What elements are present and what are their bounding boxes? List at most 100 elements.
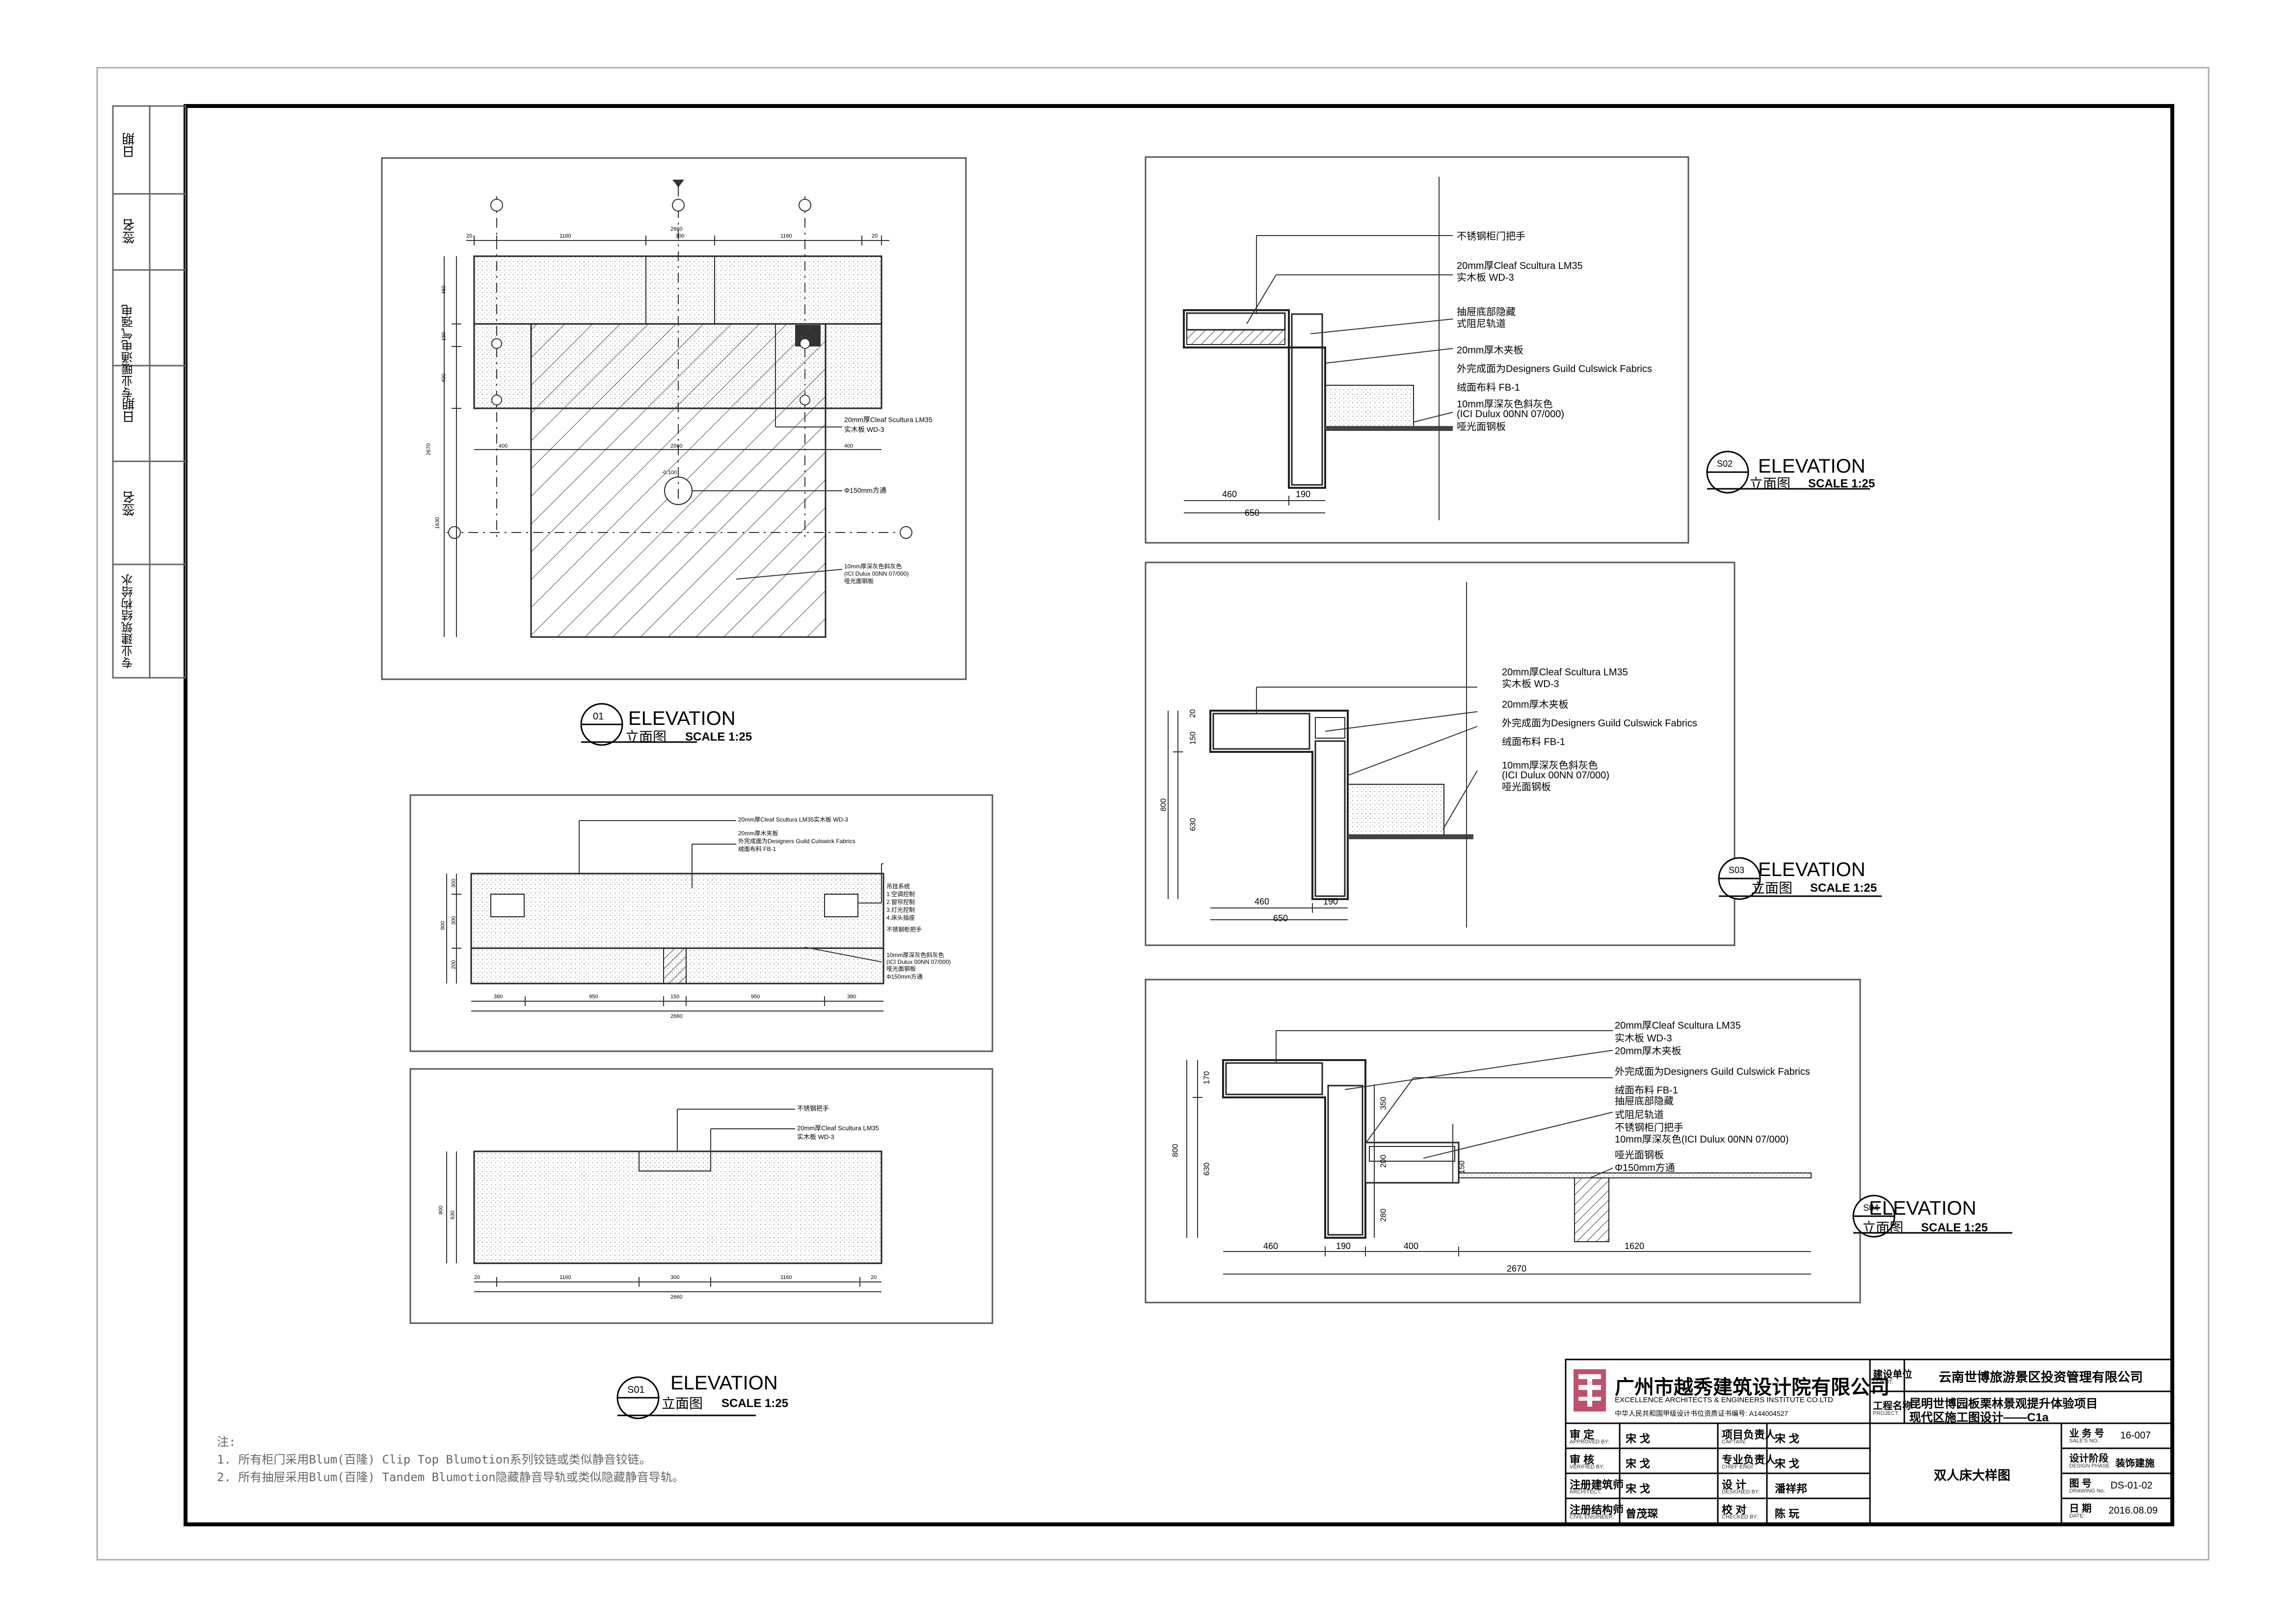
phase-label: 设计阶段: [2069, 1453, 2109, 1464]
side-cell-sign-1: 签名: [122, 218, 136, 244]
callout-s02-title-cn: 立面图: [1749, 476, 1791, 491]
callout-01-title-cn: 立面图: [625, 729, 667, 745]
s01-dim-1160a: 1160: [560, 1275, 571, 1280]
captain-label-en: CAPTAIN:: [1722, 1439, 1746, 1445]
sec-s03-drawing: [1168, 582, 1478, 928]
client-name: 云南世博旅游景区投资管理有限公司: [1939, 1370, 2143, 1384]
s04-dim-460: 460: [1263, 1241, 1279, 1251]
elev-a-label-4: 绒面布料 FB-1: [738, 846, 776, 852]
elev-a-dim-left-300a: 300: [451, 879, 457, 888]
plan01-center-mark: -0.100: [662, 470, 677, 476]
s04-label-11: Φ150mm方通: [1615, 1163, 1675, 1173]
sec-s02-drawing: [1183, 177, 1453, 520]
callout-circles: [580, 451, 2012, 1419]
outer-border: [96, 67, 2210, 1561]
s01-dim-overall: 2660: [670, 1294, 683, 1300]
elev-a-right-2: 1.空调控制: [886, 891, 915, 898]
title-block-lines: [1565, 1358, 2173, 1525]
plan-01-frame: [381, 157, 967, 680]
side-cell-date-2: 日期: [122, 398, 136, 423]
s01-label-1: 不锈钢把手: [797, 1105, 829, 1112]
chief-name: 宋 戈: [1775, 1458, 1800, 1470]
plan01-label-steel-2: (ICI Dulux 00NN 07/000): [844, 570, 909, 577]
civil-label: 注册结构师: [1570, 1504, 1624, 1516]
sec-s04-frame: [1145, 979, 1861, 1304]
elev-a-dim-950a: 950: [589, 994, 598, 1000]
plan-01-drawing: [444, 180, 913, 638]
s02-label-10: (ICI Dulux 00NN 07/000): [1457, 409, 1564, 420]
s04-dim-left-630: 630: [1202, 1162, 1211, 1176]
s03-dim-left-20: 20: [1188, 709, 1197, 718]
s03-label-2: 实木板 WD-3: [1502, 679, 1559, 690]
s04-label-9: 10mm厚深灰色(ICI Dulux 00NN 07/000): [1615, 1134, 1789, 1145]
company-name-en: EXCELLENCE ARCHITECTS & ENGINEERS INSTIT…: [1615, 1396, 1833, 1404]
s01-label-2: 20mm厚Cleaf Scultura LM35: [797, 1124, 879, 1132]
elev-a-right-5: 4.床头插座: [886, 914, 915, 921]
project-label: 工程名称: [1873, 1401, 1912, 1411]
elev-a-dim-left-200: 200: [451, 960, 457, 969]
callout-s03-title-cn: 立面图: [1751, 880, 1793, 896]
elev-a-right-9: 哑光面钢板: [886, 965, 916, 972]
drawing-title: 双人床大样图: [1934, 1468, 2011, 1483]
s04-label-4: 外完成面为Designers Guild Culswick Fabrics: [1615, 1066, 1810, 1077]
date: 2016.08.09: [2109, 1505, 2158, 1516]
side-cell-date-1: 日期: [122, 133, 136, 158]
callout-01-number: 01: [593, 711, 604, 722]
callout-01-title-en: ELEVATION: [628, 708, 736, 729]
plan01-dim-2670: 2670: [426, 443, 432, 455]
callout-s04-title-cn: 立面图: [1862, 1220, 1904, 1235]
callout-s04-scale: SCALE 1:25: [1921, 1221, 1988, 1234]
s02-label-6: 20mm厚木夹板: [1457, 345, 1523, 356]
s03-label-1: 20mm厚Cleaf Scultura LM35: [1502, 667, 1628, 678]
plan01-label-grille: Φ150mm方通: [844, 486, 886, 494]
verified-label: 审 核: [1570, 1454, 1595, 1466]
notes-heading: 注:: [217, 1435, 236, 1449]
captain-name: 宋 戈: [1775, 1433, 1800, 1445]
elev-a-dim-left-300b: 300: [451, 916, 457, 925]
civil-label-en: CIVIL ENGINEER:: [1570, 1514, 1614, 1520]
captain-label: 项目负责人: [1722, 1429, 1776, 1441]
checked-label: 校 对: [1722, 1504, 1747, 1516]
s04-dim-left-170: 170: [1202, 1071, 1211, 1085]
project-label-en: PROJECT:: [1873, 1411, 1899, 1416]
designed-label: 设 计: [1722, 1479, 1747, 1491]
job-no-label-en: SALE'S NO.: [2069, 1438, 2099, 1444]
architect-name: 宋 戈: [1626, 1483, 1651, 1495]
verified-label-en: VERIFIED BY:: [1570, 1464, 1604, 1470]
date-label-en: DATE:: [2069, 1513, 2085, 1519]
client-label-en: CLIENT:: [1873, 1379, 1893, 1385]
architect-label: 注册建筑师: [1570, 1479, 1624, 1491]
s02-label-5: 式阻尼轨道: [1457, 319, 1506, 329]
callout-01-scale: SCALE 1:25: [685, 730, 752, 744]
callout-s01-number: S01: [627, 1384, 645, 1395]
s03-label-7: (ICI Dulux 00NN 07/000): [1502, 770, 1609, 781]
callout-s02-scale: SCALE 1:25: [1808, 477, 1875, 490]
elev-a-dim-950b: 950: [751, 994, 760, 1000]
plan01-dim-20a: 20: [466, 233, 473, 239]
chief-label-en: CHIEF ENGI:: [1722, 1464, 1755, 1470]
notes-line-2: 2. 所有抽屉采用Blum(百隆) Tandem Blumotion隐藏静音导轨…: [217, 1470, 684, 1484]
designed-name: 潘祥邦: [1775, 1483, 1808, 1495]
elev-a-dim-380a: 380: [494, 994, 503, 1000]
s02-label-8: 绒面布料 FB-1: [1457, 382, 1520, 393]
s04-dim-150: 150: [1458, 1160, 1467, 1174]
side-cell-discipline-1: 专业暖通电气强电: [122, 304, 135, 399]
designed-label-en: DESIGNED BY:: [1722, 1489, 1760, 1495]
project-name-2: 现代区施工图设计——C1a: [1909, 1411, 2049, 1424]
s03-label-8: 哑光面钢板: [1502, 782, 1551, 793]
s02-label-4: 抽屉底部隐藏: [1457, 307, 1516, 318]
s03-dim-overall: 650: [1273, 913, 1288, 923]
company-logo-icon: [1574, 1369, 1606, 1411]
s02-label-9: 10mm厚深灰色斜灰色: [1457, 399, 1553, 410]
plan01-dim-300: 300: [675, 233, 685, 239]
s04-dim-400: 400: [1404, 1241, 1419, 1251]
s03-dim-460: 460: [1255, 897, 1270, 906]
dwg-no: DS-01-02: [2110, 1480, 2153, 1491]
elev-a-right-4: 3.灯光控制: [886, 906, 915, 913]
callout-s01-scale: SCALE 1:25: [721, 1397, 789, 1410]
notes-line-1: 1. 所有柜门采用Blum(百隆) Clip Top Blumotion系列铰链…: [217, 1453, 651, 1466]
plan01-dim-1630: 1630: [434, 517, 441, 529]
plan01-dim-1160a: 1160: [560, 233, 571, 239]
